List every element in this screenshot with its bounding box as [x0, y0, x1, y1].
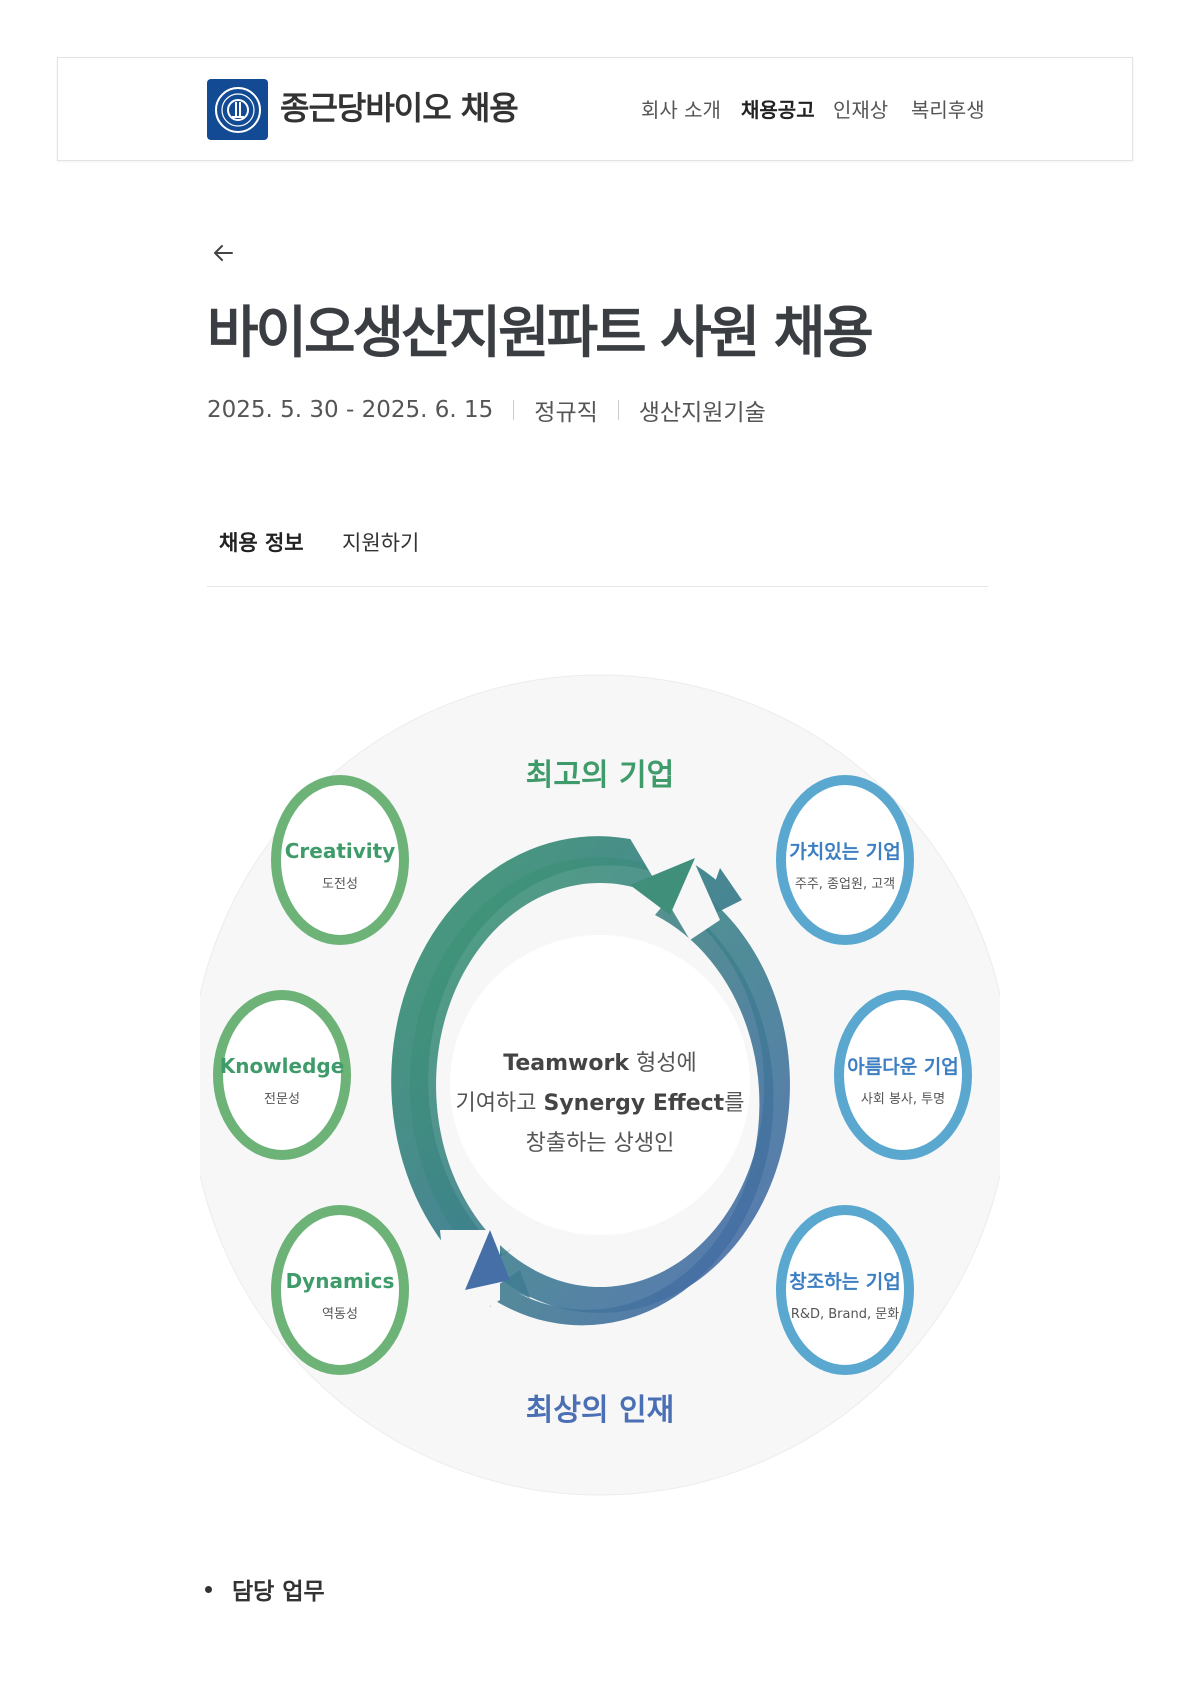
bullet-icon — [205, 1585, 212, 1593]
center-circle — [450, 935, 750, 1235]
site-header: 종근당바이오 채용 회사 소개 채용공고 인재상 복리후생 — [57, 57, 1133, 161]
job-meta: 2025. 5. 30 - 2025. 6. 15 정규직 생산지원기술 — [207, 393, 766, 427]
left-value-circles: Creativity 도전성 Knowledge 전문성 Dynamics 역동성 — [213, 775, 409, 1375]
cycle-arrow-icon — [391, 830, 790, 1330]
value-circle-dynamics-title: Dynamics — [286, 1269, 395, 1293]
main-nav: 회사 소개 채용공고 인재상 복리후생 — [58, 94, 1132, 124]
value-circle-knowledge-title: Knowledge — [220, 1054, 345, 1078]
content-tabs: 채용 정보 지원하기 — [207, 527, 988, 587]
employment-type: 정규직 — [534, 400, 598, 426]
company-circle-3-title: 창조하는 기업 — [789, 1271, 901, 1293]
value-circle-dynamics: Dynamics 역동성 — [271, 1205, 409, 1375]
company-logo[interactable] — [207, 79, 268, 140]
company-circle-2-title: 아름다운 기업 — [847, 1056, 959, 1078]
duties-section: 담당 업무 — [205, 1572, 325, 1606]
value-circle-creativity-title: Creativity — [285, 839, 396, 863]
company-circle-1-title: 가치있는 기업 — [789, 841, 901, 863]
company-circle-3-subtitle: R&D, Brand, 문화 — [791, 1307, 899, 1322]
nav-item-benefits[interactable]: 복리후생 — [911, 98, 985, 122]
nav-item-company[interactable]: 회사 소개 — [641, 98, 721, 122]
value-circle-knowledge: Knowledge 전문성 — [213, 990, 351, 1160]
nav-item-jobs[interactable]: 채용공고 — [741, 98, 815, 122]
value-circle-knowledge-subtitle: 전문성 — [264, 1092, 300, 1107]
value-circle-dynamics-subtitle: 역동성 — [322, 1307, 358, 1322]
value-circle-creativity-subtitle: 도전성 — [322, 877, 358, 892]
company-emblem-icon — [214, 86, 261, 133]
meta-divider — [513, 400, 515, 420]
brand-title[interactable]: 종근당바이오 채용 — [280, 89, 519, 127]
job-category: 생산지원기술 — [638, 400, 766, 426]
company-circle-3: 창조하는 기업 R&D, Brand, 문화 — [776, 1205, 914, 1375]
talent-diagram: 최고의 기업 최상의 인재 Teamwork 형성에 기여하고 Synergy … — [200, 674, 1000, 1496]
center-text-line2: 기여하고 Synergy Effect를 — [456, 1091, 745, 1116]
meta-divider — [617, 400, 619, 420]
center-text-line1: Teamwork 형성에 — [503, 1051, 696, 1076]
center-text-line3: 창출하는 상생인 — [526, 1131, 675, 1156]
back-arrow-icon[interactable] — [210, 240, 236, 266]
duties-heading: 담당 업무 — [232, 1579, 325, 1605]
value-circle-creativity: Creativity 도전성 — [271, 775, 409, 945]
nav-item-talent[interactable]: 인재상 — [833, 98, 889, 122]
job-title: 바이오생산지원파트 사원 채용 — [207, 301, 874, 366]
diagram-bottom-label: 최상의 인재 — [526, 1393, 674, 1428]
tab-apply[interactable]: 지원하기 — [342, 531, 420, 555]
company-circle-2-subtitle: 사회 봉사, 투명 — [861, 1092, 945, 1107]
diagram-top-label: 최고의 기업 — [526, 758, 674, 793]
tab-job-info[interactable]: 채용 정보 — [219, 531, 304, 555]
company-circle-1-subtitle: 주주, 종업원, 고객 — [795, 877, 895, 892]
job-period: 2025. 5. 30 - 2025. 6. 15 — [207, 397, 494, 423]
